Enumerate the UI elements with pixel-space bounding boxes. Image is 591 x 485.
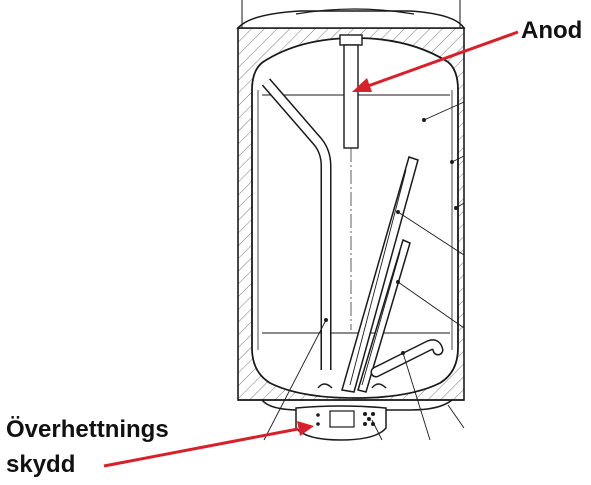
overheat-protection-label-line2: skydd (6, 451, 76, 478)
leader-lines (263, 101, 465, 441)
anode-label: Anod (521, 17, 583, 44)
anode-callout-arrow (352, 30, 519, 92)
outlet-pipe (261, 78, 332, 370)
heating-element (341, 156, 419, 393)
anode-rod (339, 34, 363, 330)
overheat-protection-label-line1: Överhettnings (6, 416, 169, 443)
control-panel (295, 405, 387, 441)
overheat-callout-arrow (103, 421, 314, 468)
top-cap (236, 0, 466, 29)
display-screen (329, 410, 355, 428)
bottom-flange (238, 383, 464, 401)
inlet-pipe (370, 339, 444, 378)
